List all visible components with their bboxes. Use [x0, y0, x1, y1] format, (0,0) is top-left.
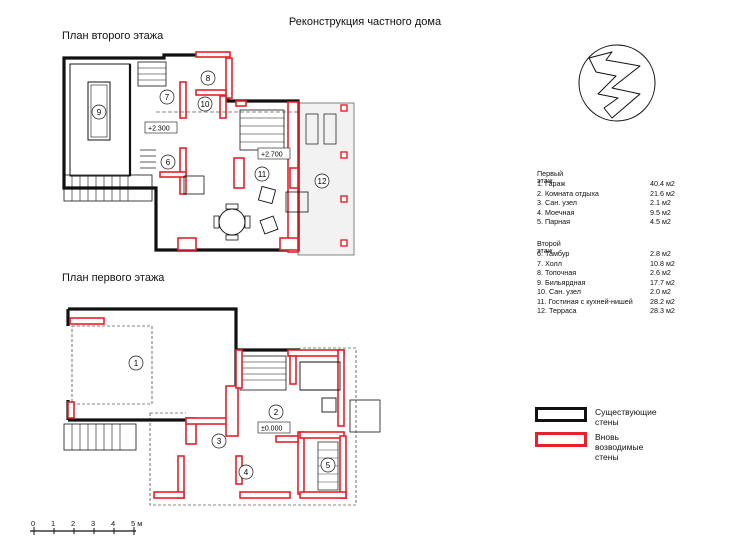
- upper-floor-plan-title: План второго этажа: [62, 30, 164, 42]
- lower-porch: [349, 399, 381, 433]
- terrace-posts: [340, 104, 348, 247]
- lower-floor-plan: [63, 307, 381, 506]
- existing-wall-label: Существующие стены: [595, 407, 657, 427]
- legend-row: 11. Гостиная с кухней-нишей 28.2 м2: [537, 296, 677, 307]
- legend-room-label: 9. Бильярдная: [537, 277, 586, 287]
- upper-stairs-2: [239, 109, 285, 151]
- legend-room-label: 8. Топочная: [537, 268, 577, 277]
- level-mark-lower: ±0.000: [261, 426, 282, 433]
- scale-label-3: 3: [91, 519, 96, 528]
- legend-room-label: 7. Холл: [537, 258, 562, 268]
- legend-room-area: 40.4 м2: [650, 179, 675, 188]
- legend-row: 4. Моечная 9.5 м2: [537, 207, 677, 218]
- scale-label-0: 0: [31, 519, 36, 528]
- room-mark-11: 11: [258, 170, 267, 179]
- scale-label-4: 4: [111, 519, 116, 528]
- legend-room-label: 6. Тамбур: [537, 249, 570, 258]
- legend-row: 9. Бильярдная 17.7 м2: [537, 277, 677, 288]
- first-floor-heading: Первый этаж: [537, 169, 564, 186]
- scale-bar: [30, 527, 136, 535]
- legend-room-label: 1. Гараж: [537, 179, 566, 188]
- room-mark-6: 6: [166, 158, 171, 167]
- upper-new-walls: [159, 51, 299, 253]
- legend-row: 1. Гараж 40.4 м2: [537, 180, 677, 189]
- upper-existing-walls: [62, 53, 300, 252]
- legend-room-area: 2.6 м2: [650, 268, 671, 277]
- lower-stairs: [239, 355, 287, 391]
- legend-room-label: 2. Комната отдыха: [537, 188, 599, 198]
- new-wall-label: Вновь возводимые стены: [595, 432, 644, 462]
- level-mark-upper-2: +2.700: [261, 152, 283, 159]
- legend-row: 8. Топочная 2.6 м2: [537, 269, 677, 278]
- legend-room-area: 10.8 м2: [650, 258, 675, 268]
- north-arrow: [578, 44, 656, 122]
- legend-room-label: 10. Сан. узел: [537, 287, 581, 296]
- dining-table: [218, 208, 246, 236]
- legend-room-area: 17.7 м2: [650, 277, 675, 287]
- legend-room-area: 4.5 м2: [650, 217, 671, 226]
- billiard-table: [87, 81, 111, 141]
- lower-new-walls: [67, 317, 347, 499]
- room-mark-1: 1: [134, 359, 139, 368]
- garage-area: [71, 325, 153, 405]
- legend-row: 2. Комната отдыха 21.6 м2: [537, 188, 677, 199]
- legend-row: 12. Терраса 28.3 м2: [537, 307, 677, 316]
- room-mark-9: 9: [97, 108, 102, 117]
- level-mark-upper-1: +2.300: [148, 126, 170, 133]
- legend-room-label: 11. Гостиная с кухней-нишей: [537, 296, 633, 306]
- legend-room-area: 2.0 м2: [650, 287, 671, 296]
- legend-row: 6. Тамбур 2.8 м2: [537, 250, 677, 259]
- legend-room-label: 4. Моечная: [537, 207, 575, 217]
- legend-row: 7. Холл 10.8 м2: [537, 258, 677, 269]
- sofa: [299, 361, 341, 391]
- legend-room-label: 5. Парная: [537, 217, 571, 226]
- billiard-room: [69, 63, 131, 177]
- legend-room-area: 28.3 м2: [650, 306, 675, 315]
- upper-floor-plan: [62, 51, 355, 256]
- legend-room-area: 28.2 м2: [650, 296, 675, 306]
- room-mark-3: 3: [217, 437, 222, 446]
- legend-room-area: 9.5 м2: [650, 207, 671, 217]
- page-title: Реконструкция частного дома: [288, 16, 442, 28]
- room-mark-2: 2: [274, 408, 279, 417]
- legend-room-label: 3. Сан. узел: [537, 198, 577, 207]
- legend-row: 10. Сан. узел 2.0 м2: [537, 288, 677, 297]
- new-wall-swatch: [535, 432, 587, 447]
- upper-exterior-stair: [63, 174, 153, 202]
- existing-wall-swatch: [535, 407, 587, 422]
- scale-label-5: 5 м: [131, 519, 143, 528]
- lower-exterior-stair: [63, 423, 137, 451]
- room-mark-10: 10: [201, 100, 210, 109]
- room-mark-8: 8: [206, 74, 211, 83]
- scale-label-2: 2: [71, 519, 76, 528]
- legend-room-area: 2.1 м2: [650, 198, 671, 207]
- lower-floor-plan-title: План первого этажа: [62, 272, 165, 284]
- legend-room-area: 2.8 м2: [650, 249, 671, 258]
- legend-row: 5. Парная 4.5 м2: [537, 218, 677, 227]
- room-mark-5: 5: [326, 461, 331, 470]
- legend-row: 3. Сан. узел 2.1 м2: [537, 199, 677, 208]
- legend-room-area: 21.6 м2: [650, 188, 675, 198]
- room-mark-12: 12: [318, 177, 327, 186]
- kitchen-counter: [183, 175, 205, 195]
- room-mark-7: 7: [165, 93, 170, 102]
- room-mark-4: 4: [244, 468, 249, 477]
- second-floor-heading: Второй этаж: [537, 239, 561, 256]
- scale-label-1: 1: [51, 519, 56, 528]
- legend-room-label: 12. Терраса: [537, 306, 577, 315]
- compass-arrow-icon: [588, 51, 641, 119]
